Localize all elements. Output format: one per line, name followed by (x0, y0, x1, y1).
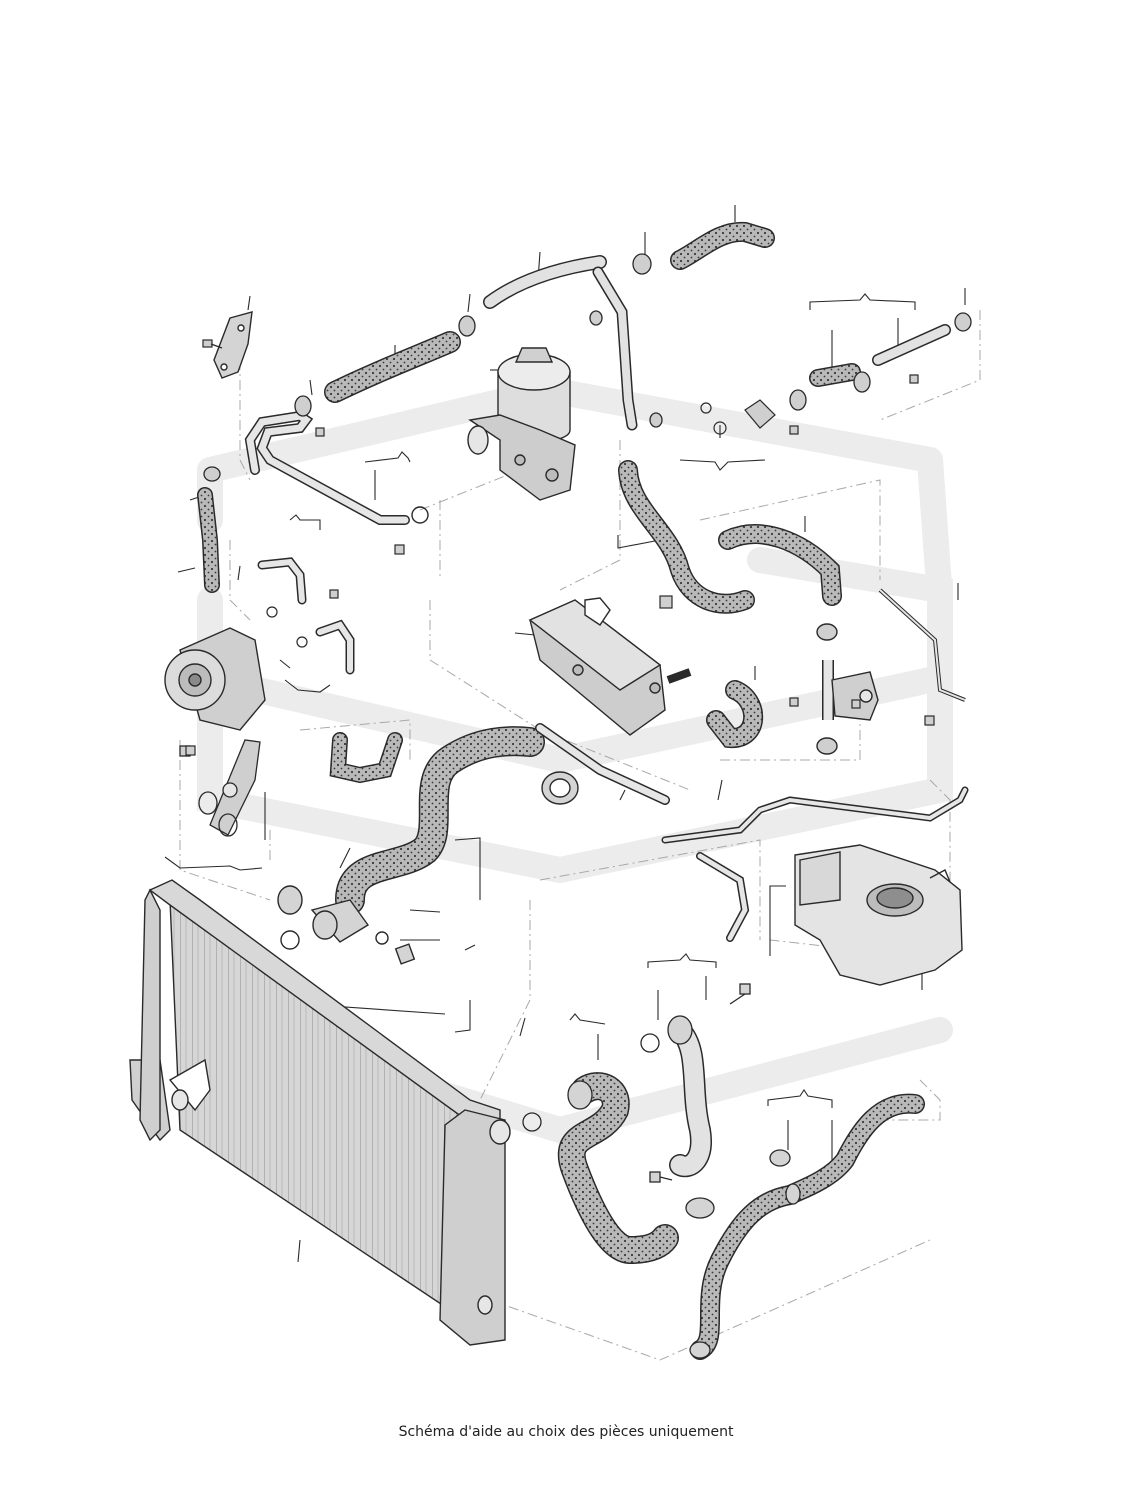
coolant-valve (816, 588, 966, 755)
oil-cooler-hose (618, 460, 842, 614)
guide-lines (179, 310, 981, 1361)
small-bolts (185, 374, 935, 756)
coolant-flange (179, 739, 261, 837)
callout-leaders (164, 205, 966, 1263)
coolant-pipe-left (244, 410, 410, 525)
cooling-system-exploded-diagram (129, 205, 981, 1361)
radiator (129, 879, 511, 1346)
bypass-pipes (257, 557, 355, 675)
short-hoses-middle (197, 487, 764, 784)
metal-coolant-pipe (535, 723, 969, 942)
hose-fittings-lower (522, 983, 801, 1359)
upper-coolant-hoses (324, 221, 951, 431)
mounting-bracket-top (213, 311, 253, 379)
diagram-caption: Schéma d'aide au choix des pièces unique… (398, 1424, 734, 1440)
alternator (164, 627, 266, 731)
coolant-expansion-tank (794, 844, 963, 986)
oil-cooler (528, 597, 692, 736)
oil-filter-housing (411, 347, 576, 524)
hose-clamps-upper (203, 253, 972, 482)
bolt-icon (202, 339, 223, 349)
hose-connectors-middle (277, 771, 579, 965)
radiator-hose-upper (335, 726, 545, 915)
